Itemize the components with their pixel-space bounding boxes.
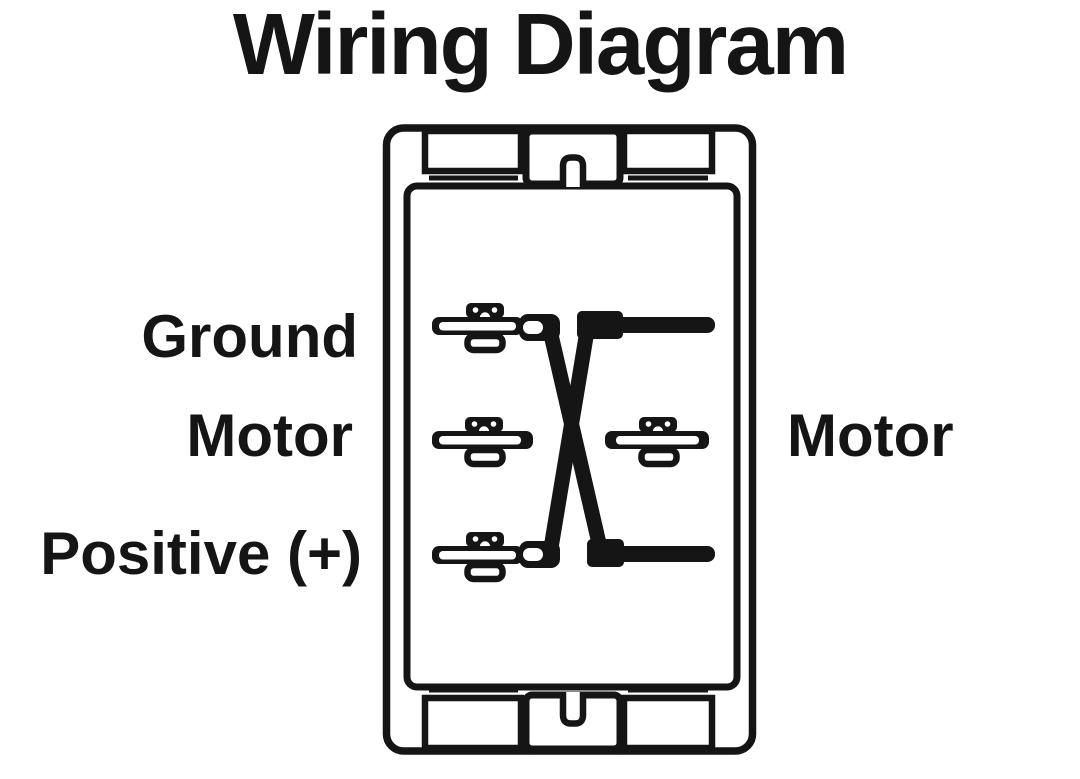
positive-label: Positive (+) bbox=[40, 520, 362, 587]
page-title: Wiring Diagram bbox=[232, 0, 849, 93]
motor-right-terminal-tab bbox=[638, 446, 680, 468]
ground-terminal-tab bbox=[464, 332, 506, 354]
motor-left-terminal-bracket bbox=[465, 417, 503, 432]
crossed-wires bbox=[519, 311, 715, 568]
ground-crimp-notch bbox=[523, 321, 543, 334]
motor-right-terminal-blade-slot bbox=[616, 436, 699, 445]
wire-positive-to-top-right bbox=[542, 323, 596, 556]
motor-left-terminal bbox=[432, 417, 533, 468]
ground-terminal-rivet-left bbox=[472, 307, 479, 313]
motor-right-terminal-rivet-right bbox=[664, 421, 671, 427]
top-keyway-slot bbox=[559, 154, 587, 187]
motor-left-terminal-rivet-right bbox=[490, 421, 497, 427]
top-right-wire-lead bbox=[613, 317, 715, 333]
positive-crimp-notch bbox=[523, 548, 543, 561]
ground-terminal bbox=[432, 303, 523, 354]
ground-terminal-blade-slot bbox=[439, 322, 516, 331]
mount-tab-top-right bbox=[620, 127, 716, 175]
ground-label: Ground bbox=[141, 303, 358, 370]
bottom-right-wire-crimp bbox=[587, 539, 624, 567]
positive-terminal-blade-slot bbox=[439, 551, 516, 560]
bottom-keyway-slot bbox=[559, 692, 587, 727]
ground-terminal-rivet-right bbox=[491, 307, 498, 313]
top-right-wire-crimp bbox=[577, 311, 623, 339]
motor-right-terminal-bracket bbox=[639, 417, 677, 432]
motor-left-terminal-blade-slot bbox=[439, 436, 521, 445]
motor-left-label: Motor bbox=[186, 402, 353, 469]
ground-terminal-bracket bbox=[466, 303, 504, 318]
positive-terminal-rivet-left bbox=[472, 536, 479, 542]
motor-left-terminal-tab bbox=[464, 446, 506, 468]
bottom-right-wire-lead bbox=[613, 546, 715, 562]
mount-tab-top-left bbox=[421, 127, 525, 175]
mount-tab-bottom-right bbox=[620, 694, 716, 752]
motor-right-terminal-rivet-left bbox=[645, 421, 652, 427]
motor-right-label: Motor bbox=[787, 402, 954, 469]
positive-terminal-bracket bbox=[466, 532, 504, 547]
switch-housing bbox=[382, 124, 757, 755]
motor-right-terminal bbox=[605, 417, 709, 468]
mount-tab-bottom-left bbox=[421, 694, 525, 752]
motor-left-terminal-rivet-left bbox=[471, 421, 478, 427]
positive-terminal-rivet-right bbox=[491, 536, 498, 542]
positive-terminal-tab bbox=[464, 561, 506, 583]
positive-terminal bbox=[432, 532, 523, 583]
